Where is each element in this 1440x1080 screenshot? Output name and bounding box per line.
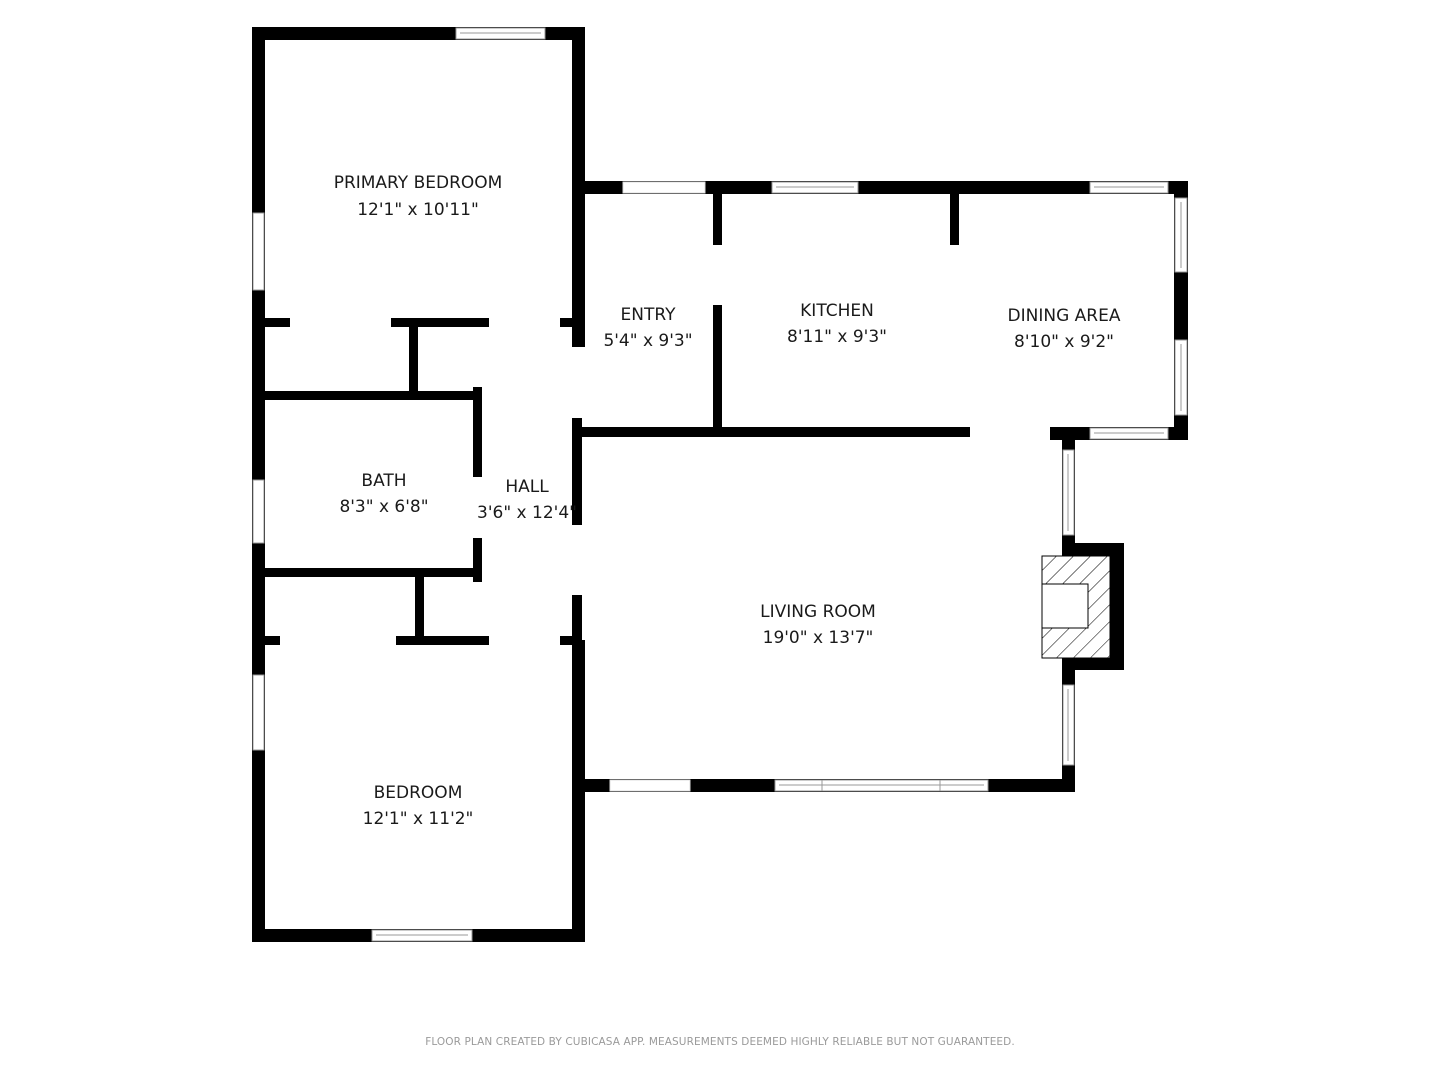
- fireplace: [1041, 555, 1111, 659]
- footer-disclaimer: FLOOR PLAN CREATED BY CUBICASA APP. MEAS…: [425, 1036, 1015, 1048]
- room-size: 8'11" x 9'3": [787, 327, 887, 347]
- room-size: 8'10" x 9'2": [1014, 332, 1114, 352]
- room-name: PRIMARY BEDROOM: [334, 173, 503, 193]
- room-size: 3'6" x 12'4": [477, 503, 577, 523]
- room-size: 8'3" x 6'8": [339, 497, 428, 517]
- openings: [252, 27, 1188, 942]
- room-name: BATH: [361, 471, 406, 491]
- room-name: LIVING ROOM: [760, 602, 876, 622]
- room-size: 5'4" x 9'3": [603, 331, 692, 351]
- room-name: DINING AREA: [1008, 306, 1121, 326]
- room-name: BEDROOM: [374, 783, 463, 803]
- room-labels: PRIMARY BEDROOM 12'1" x 10'11" ENTRY 5'4…: [334, 173, 1121, 829]
- room-name: ENTRY: [621, 305, 677, 325]
- room-size: 12'1" x 11'2": [363, 809, 474, 829]
- room-name: KITCHEN: [800, 301, 874, 321]
- room-name: HALL: [505, 477, 549, 497]
- room-size: 12'1" x 10'11": [357, 200, 479, 220]
- room-size: 19'0" x 13'7": [763, 628, 874, 648]
